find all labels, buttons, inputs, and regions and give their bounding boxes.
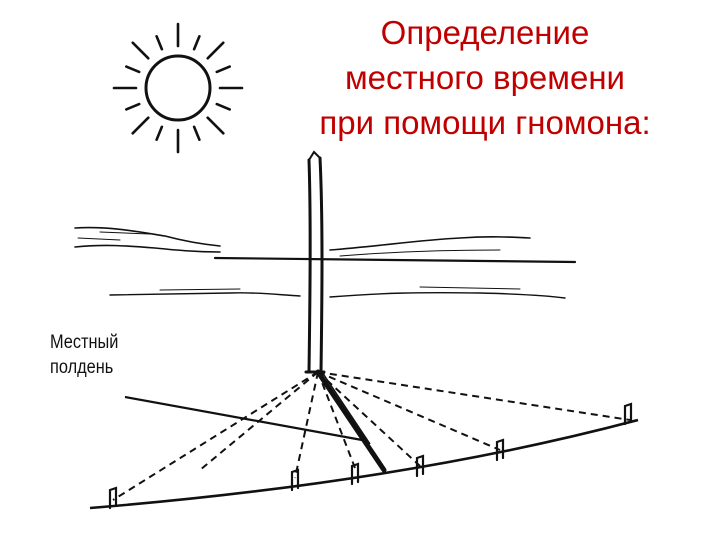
horizon-landscape	[74, 226, 577, 299]
gnomon-pole	[304, 150, 326, 374]
title-line-1: Определение	[380, 14, 590, 51]
sun-ray	[192, 34, 201, 51]
sun-ray	[215, 102, 231, 111]
sun-ray	[155, 34, 164, 51]
noon-label-line-1: Местный	[50, 332, 119, 353]
sun-ray	[206, 116, 225, 135]
noon-label-line-2: полдень	[50, 357, 114, 378]
marker-peg	[495, 438, 505, 462]
noon-shadow	[315, 369, 387, 473]
sun-ray	[192, 125, 201, 141]
sun-ray	[131, 116, 150, 135]
sun-ray	[206, 41, 225, 60]
sun-ray	[155, 125, 164, 141]
marker-peg	[108, 486, 118, 510]
shadow-dashed-line	[294, 371, 319, 479]
sun-ray	[215, 65, 231, 74]
shadow-dashed-line	[112, 371, 319, 501]
local-noon-label: Местный полдень	[50, 330, 118, 380]
marker-peg	[350, 462, 360, 486]
shadow-dashed-lines	[112, 371, 631, 501]
slide-title: Определение местного времени при помощи …	[255, 10, 715, 145]
sun-ray	[125, 102, 141, 111]
sun-ray	[125, 65, 141, 74]
ground-arc	[89, 418, 639, 510]
title-line-2: местного времени	[344, 59, 625, 96]
marker-peg	[290, 468, 300, 492]
marker-peg	[415, 454, 425, 478]
shadow-dashed-line	[317, 371, 631, 421]
noon-pointer-line	[124, 395, 363, 442]
sun-ray	[131, 41, 150, 60]
marker-pegs	[108, 402, 633, 510]
title-line-3: при помощи гномона:	[319, 104, 651, 141]
shadow-dashed-line	[317, 371, 356, 469]
sun-icon	[112, 22, 244, 154]
marker-peg	[623, 402, 633, 426]
shadow-dashed-line	[317, 371, 501, 451]
